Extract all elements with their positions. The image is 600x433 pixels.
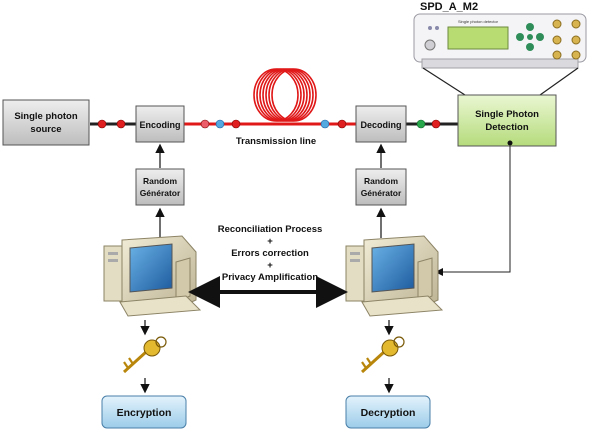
random-generator-left-box: Random Générator xyxy=(135,168,185,206)
rng-right-line2: Générator xyxy=(361,188,402,198)
encryption-label: Encryption xyxy=(117,407,172,419)
detection-label-line1: Single Photon xyxy=(475,109,539,120)
device-title: SPD_A_M2 xyxy=(420,1,478,13)
detection-label-line2: Detection xyxy=(485,122,528,133)
device-panel-text: Single photon detector xyxy=(458,19,499,24)
photon-dots xyxy=(97,119,441,129)
device-connector-left xyxy=(422,67,466,96)
center-text-line5: Privacy Amplification xyxy=(222,272,318,283)
source-label-line1: Single photon xyxy=(14,111,78,122)
detection-output-dot xyxy=(507,140,513,146)
encoding-label: Encoding xyxy=(140,120,181,130)
source-label-line2: source xyxy=(30,124,61,135)
encoding-box: Encoding xyxy=(135,105,185,143)
computer-right-icon xyxy=(345,235,444,317)
decoding-label: Decoding xyxy=(360,120,401,130)
device-connector-right xyxy=(539,67,579,96)
rng-left-line2: Générator xyxy=(140,188,181,198)
decoding-box: Decoding xyxy=(355,105,407,143)
single-photon-detection-box: Single Photon Detection xyxy=(457,94,557,147)
key-left-icon xyxy=(122,336,167,374)
detection-to-pc-arrow xyxy=(435,146,511,276)
encryption-box: Encryption xyxy=(101,395,187,429)
single-photon-source-box: Single photon source xyxy=(2,99,90,146)
center-text-line2: + xyxy=(267,236,273,247)
center-text-line4: + xyxy=(267,260,273,271)
detector-device-icon: Single photon detector xyxy=(413,13,587,69)
center-text-line1: Reconciliation Process xyxy=(218,224,323,235)
fiber-coil-icon xyxy=(253,68,317,122)
random-generator-right-box: Random Générator xyxy=(355,168,407,206)
key-right-icon xyxy=(360,336,405,374)
center-text-line3: Errors correction xyxy=(231,248,309,259)
reconciliation-text: Reconciliation Process + Errors correcti… xyxy=(218,224,323,283)
rng-right-line1: Random xyxy=(364,176,398,186)
rng-left-line1: Random xyxy=(143,176,177,186)
transmission-label: Transmission line xyxy=(236,136,316,147)
computer-left-icon xyxy=(103,235,202,317)
decryption-box: Decryption xyxy=(345,395,431,429)
decryption-label: Decryption xyxy=(361,407,416,419)
